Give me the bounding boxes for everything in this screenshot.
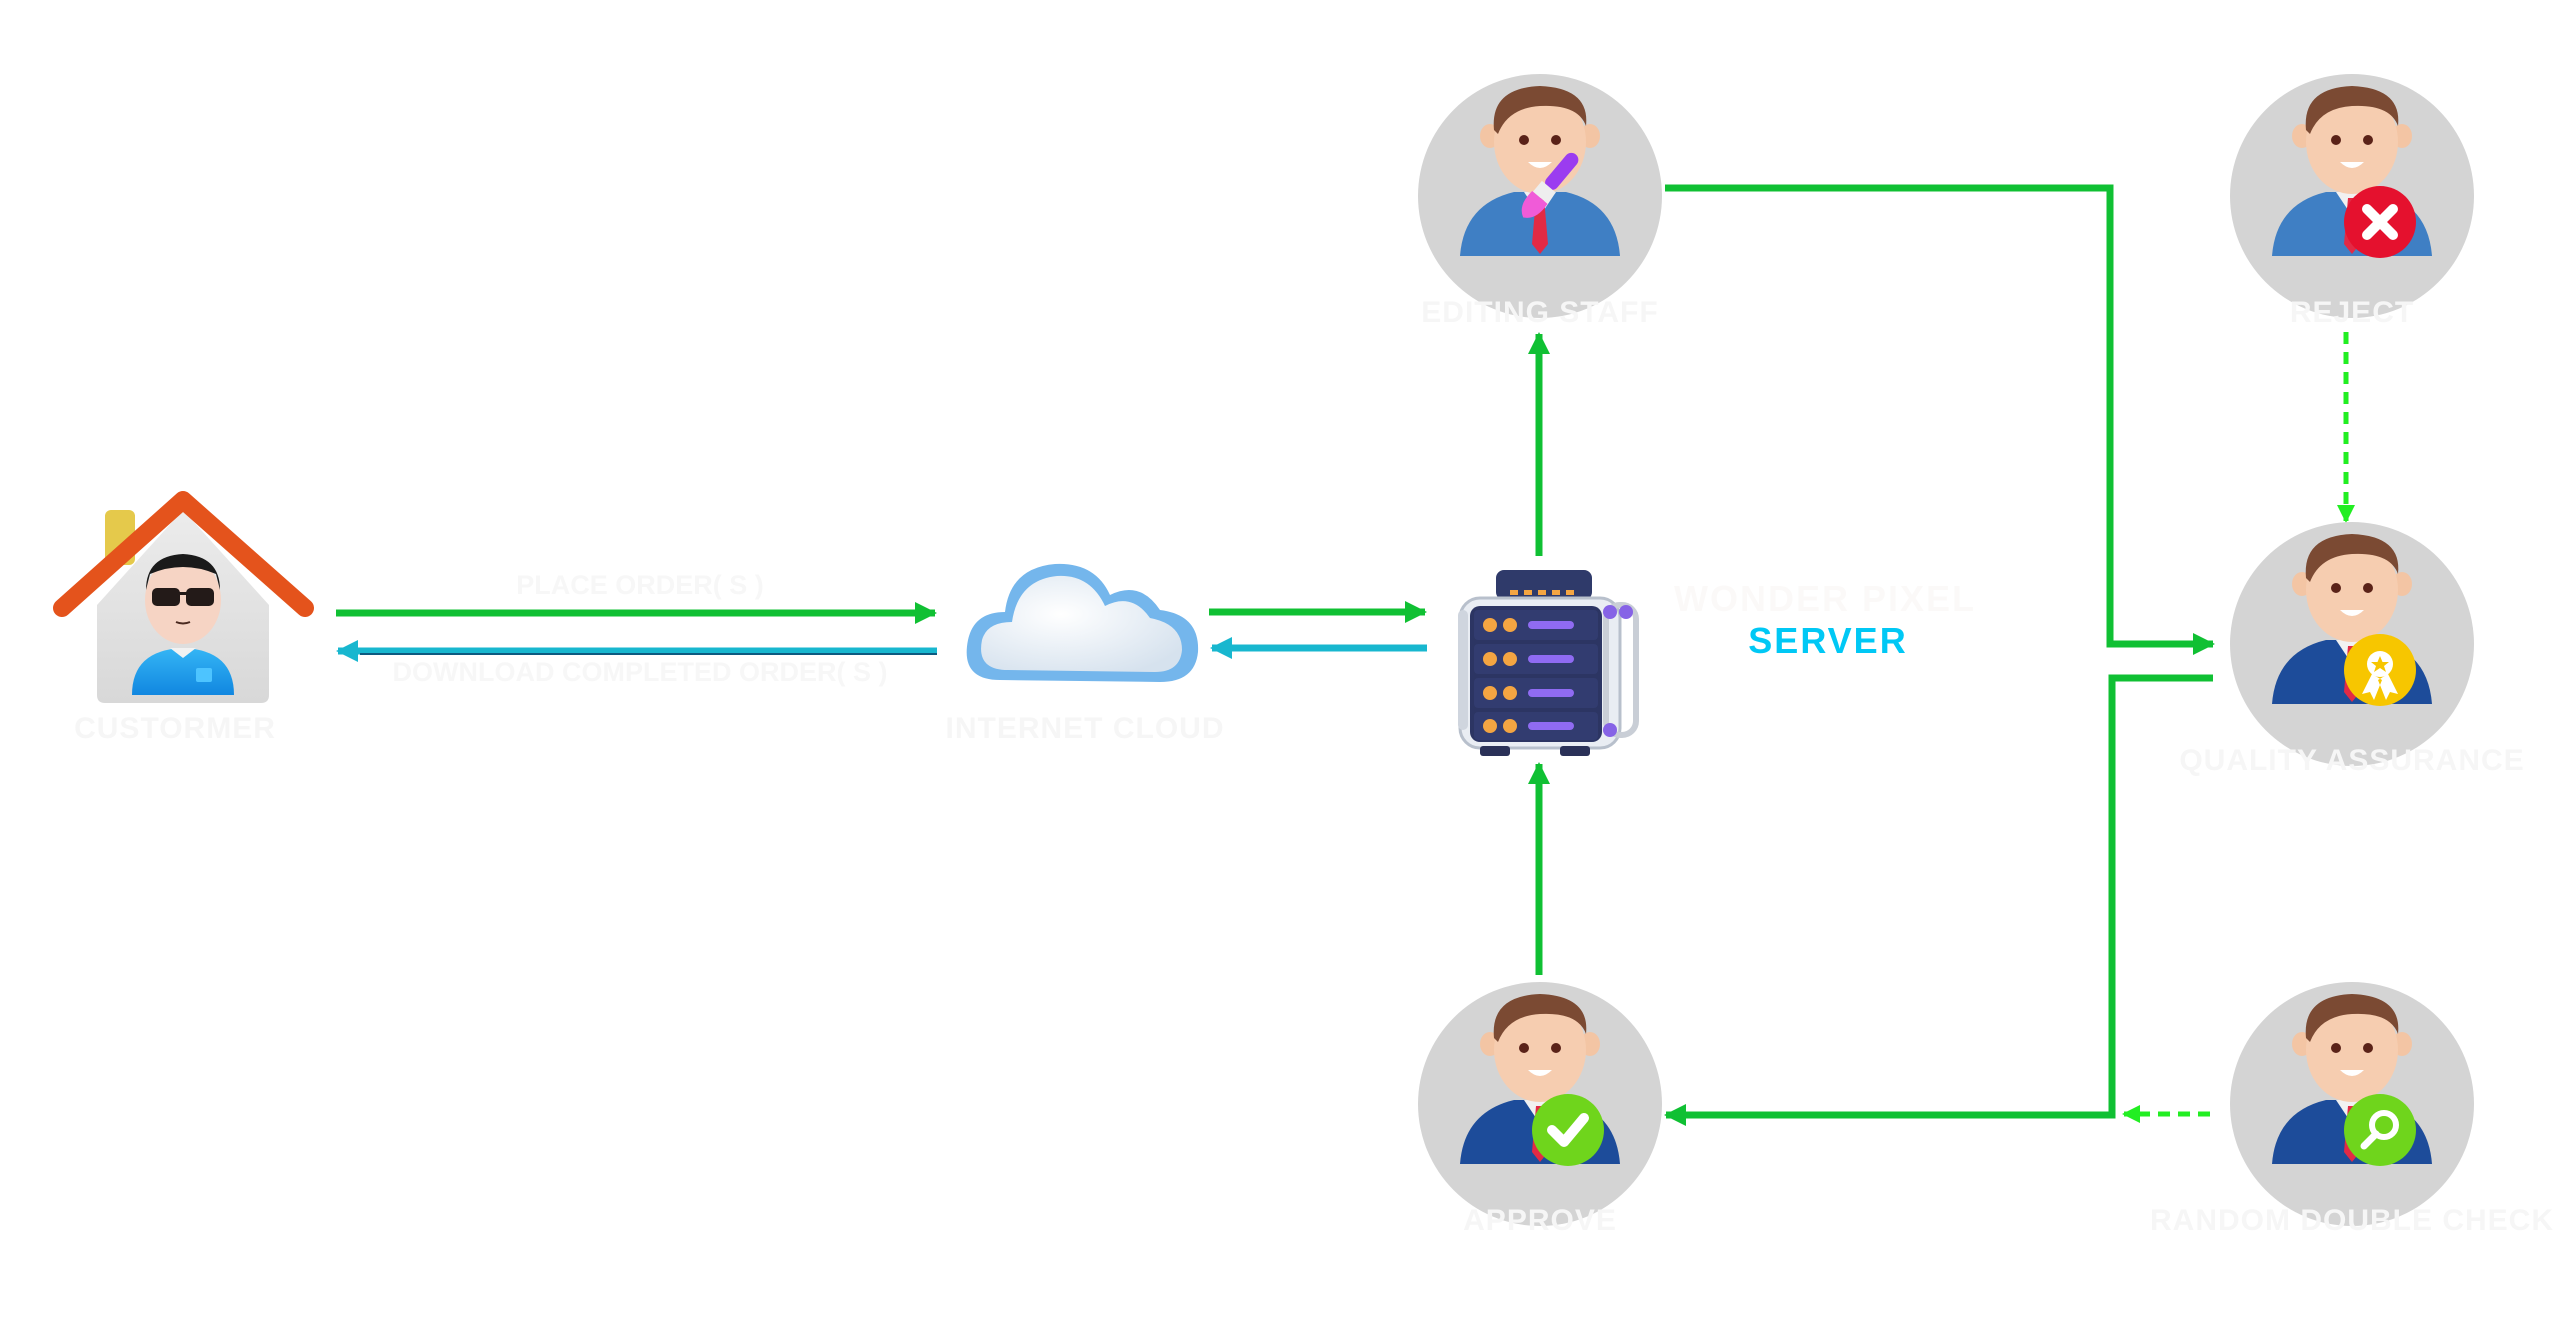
magnifier-icon (2344, 1094, 2416, 1166)
random-double-check-label: RANDOM DOUBLE CHECK (2150, 1204, 2554, 1237)
paintbrush-icon (1521, 152, 1579, 218)
businessman-avatar-icon: paintbrush-icon (1460, 86, 1620, 256)
cloud-label: INTERNET CLOUD (945, 712, 1225, 745)
edge-qa-to-approve (1664, 674, 2213, 1126)
customer-node[interactable] (50, 490, 320, 720)
reject-node[interactable]: x-mark-icon (2230, 74, 2474, 318)
businessman-avatar-icon: award-ribbon-icon (2272, 534, 2432, 706)
businessman-avatar-icon: checkmark-icon (1460, 994, 1620, 1166)
server-node[interactable] (1430, 560, 1650, 760)
edge-editing-to-qa (1665, 184, 2215, 655)
x-mark-icon (2344, 186, 2416, 258)
server-rack-icon (1458, 570, 1639, 756)
server-title-line2: SERVER (1748, 620, 1908, 661)
reject-label: REJECT (2289, 296, 2415, 329)
place-order-label: PLACE ORDER( S ) (516, 570, 764, 600)
cloud-node[interactable] (960, 540, 1210, 700)
approve-node[interactable]: checkmark-icon (1418, 982, 1662, 1226)
server-title-line1: WONDER PIXEL (1673, 578, 1977, 619)
quality-assurance-node[interactable]: award-ribbon-icon (2230, 522, 2474, 766)
editing-staff-node[interactable]: paintbrush-icon (1418, 74, 1662, 318)
house-customer-icon (53, 491, 314, 703)
customer-label: CUSTORMER (74, 712, 276, 745)
random-double-check-node[interactable]: magnifier-icon (2230, 982, 2474, 1226)
editing-staff-label: EDITING STAFF (1421, 296, 1659, 329)
approve-label: APPROVE (1463, 1204, 1617, 1237)
businessman-avatar-icon: x-mark-icon (2272, 86, 2432, 258)
quality-assurance-label: QUALITY ASSURANCE (2179, 744, 2525, 777)
cloud-icon (966, 563, 1199, 682)
download-completed-label: DOWNLOAD COMPLETED ORDER( S ) (392, 657, 888, 687)
businessman-avatar-icon: magnifier-icon (2272, 994, 2432, 1166)
award-ribbon-icon (2344, 634, 2416, 706)
checkmark-icon (1532, 1094, 1604, 1166)
